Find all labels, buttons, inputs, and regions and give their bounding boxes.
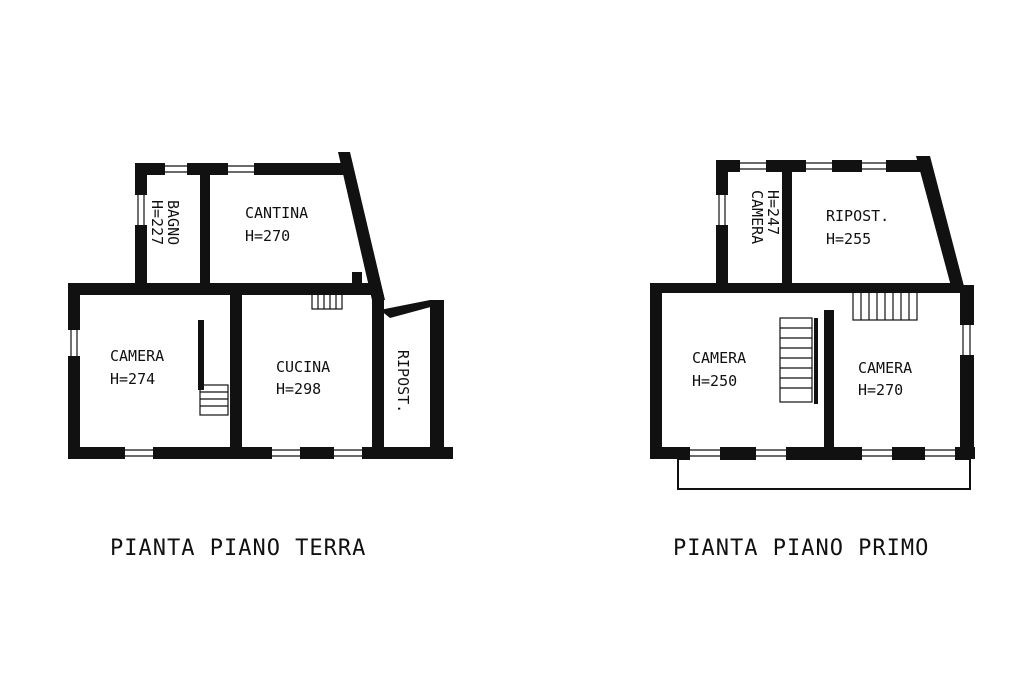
gf-bagno-label-group: BAGNO H=227	[148, 200, 182, 245]
gf-ripost-name: RIPOST.	[394, 350, 412, 413]
ff-wall-right	[960, 285, 974, 459]
ff-camera-right-name: CAMERA	[858, 359, 912, 377]
ff-stairs	[779, 289, 918, 404]
ff-wall-camera-ripost	[782, 160, 792, 290]
ff-windows	[690, 159, 975, 460]
gf-windows	[67, 162, 362, 460]
ff-ripost-name: RIPOST.	[826, 207, 889, 225]
ff-camera-small-height: H=247	[764, 190, 782, 235]
ff-wall-left	[650, 283, 662, 459]
gf-wall-cucina-ripost	[372, 295, 384, 459]
first-floor-plan: CAMERA H=247 RIPOST. H=255 CAMERA H=250 …	[650, 156, 975, 561]
gf-cantina-name: CANTINA	[245, 204, 308, 222]
ff-title: PIANTA PIANO PRIMO	[673, 536, 929, 561]
ff-camera-left-name: CAMERA	[692, 349, 746, 367]
gf-wall-camera-cucina	[230, 283, 242, 459]
gf-wall-ripost-top	[380, 300, 438, 318]
ff-balcony	[677, 458, 971, 490]
gf-wall-cantina-corner	[352, 272, 362, 284]
gf-camera-height: H=274	[110, 370, 155, 388]
gf-wall-slanted	[338, 152, 385, 300]
ff-wall-mid	[650, 283, 960, 293]
gf-bagno-height: H=227	[148, 200, 166, 245]
gf-title: PIANTA PIANO TERRA	[110, 536, 366, 561]
ff-camera-right-height: H=270	[858, 381, 903, 399]
ground-floor-plan: BAGNO H=227 CANTINA H=270 CAMERA H=274 C…	[67, 152, 453, 561]
gf-wall-bagno-cantina	[200, 163, 210, 293]
gf-cucina-height: H=298	[276, 380, 321, 398]
ff-wall-bottom	[650, 447, 975, 459]
ff-ripost-height: H=255	[826, 230, 871, 248]
ff-camera-small-label-group: CAMERA H=247	[748, 190, 782, 244]
gf-cantina-height: H=270	[245, 227, 290, 245]
gf-wall-left	[68, 283, 80, 459]
ff-wall-camera-camera	[824, 310, 834, 450]
gf-camera-name: CAMERA	[110, 347, 164, 365]
gf-stairs	[198, 286, 343, 416]
gf-ripost-label-group: RIPOST.	[394, 350, 412, 413]
gf-wall-mid	[68, 283, 378, 295]
gf-wall-ripost-right	[430, 300, 444, 459]
gf-bagno-name: BAGNO	[164, 200, 182, 245]
ff-camera-left-height: H=250	[692, 372, 737, 390]
ff-wall-slanted	[916, 156, 965, 290]
gf-cucina-name: CUCINA	[276, 358, 330, 376]
ff-camera-small-name: CAMERA	[748, 190, 766, 244]
